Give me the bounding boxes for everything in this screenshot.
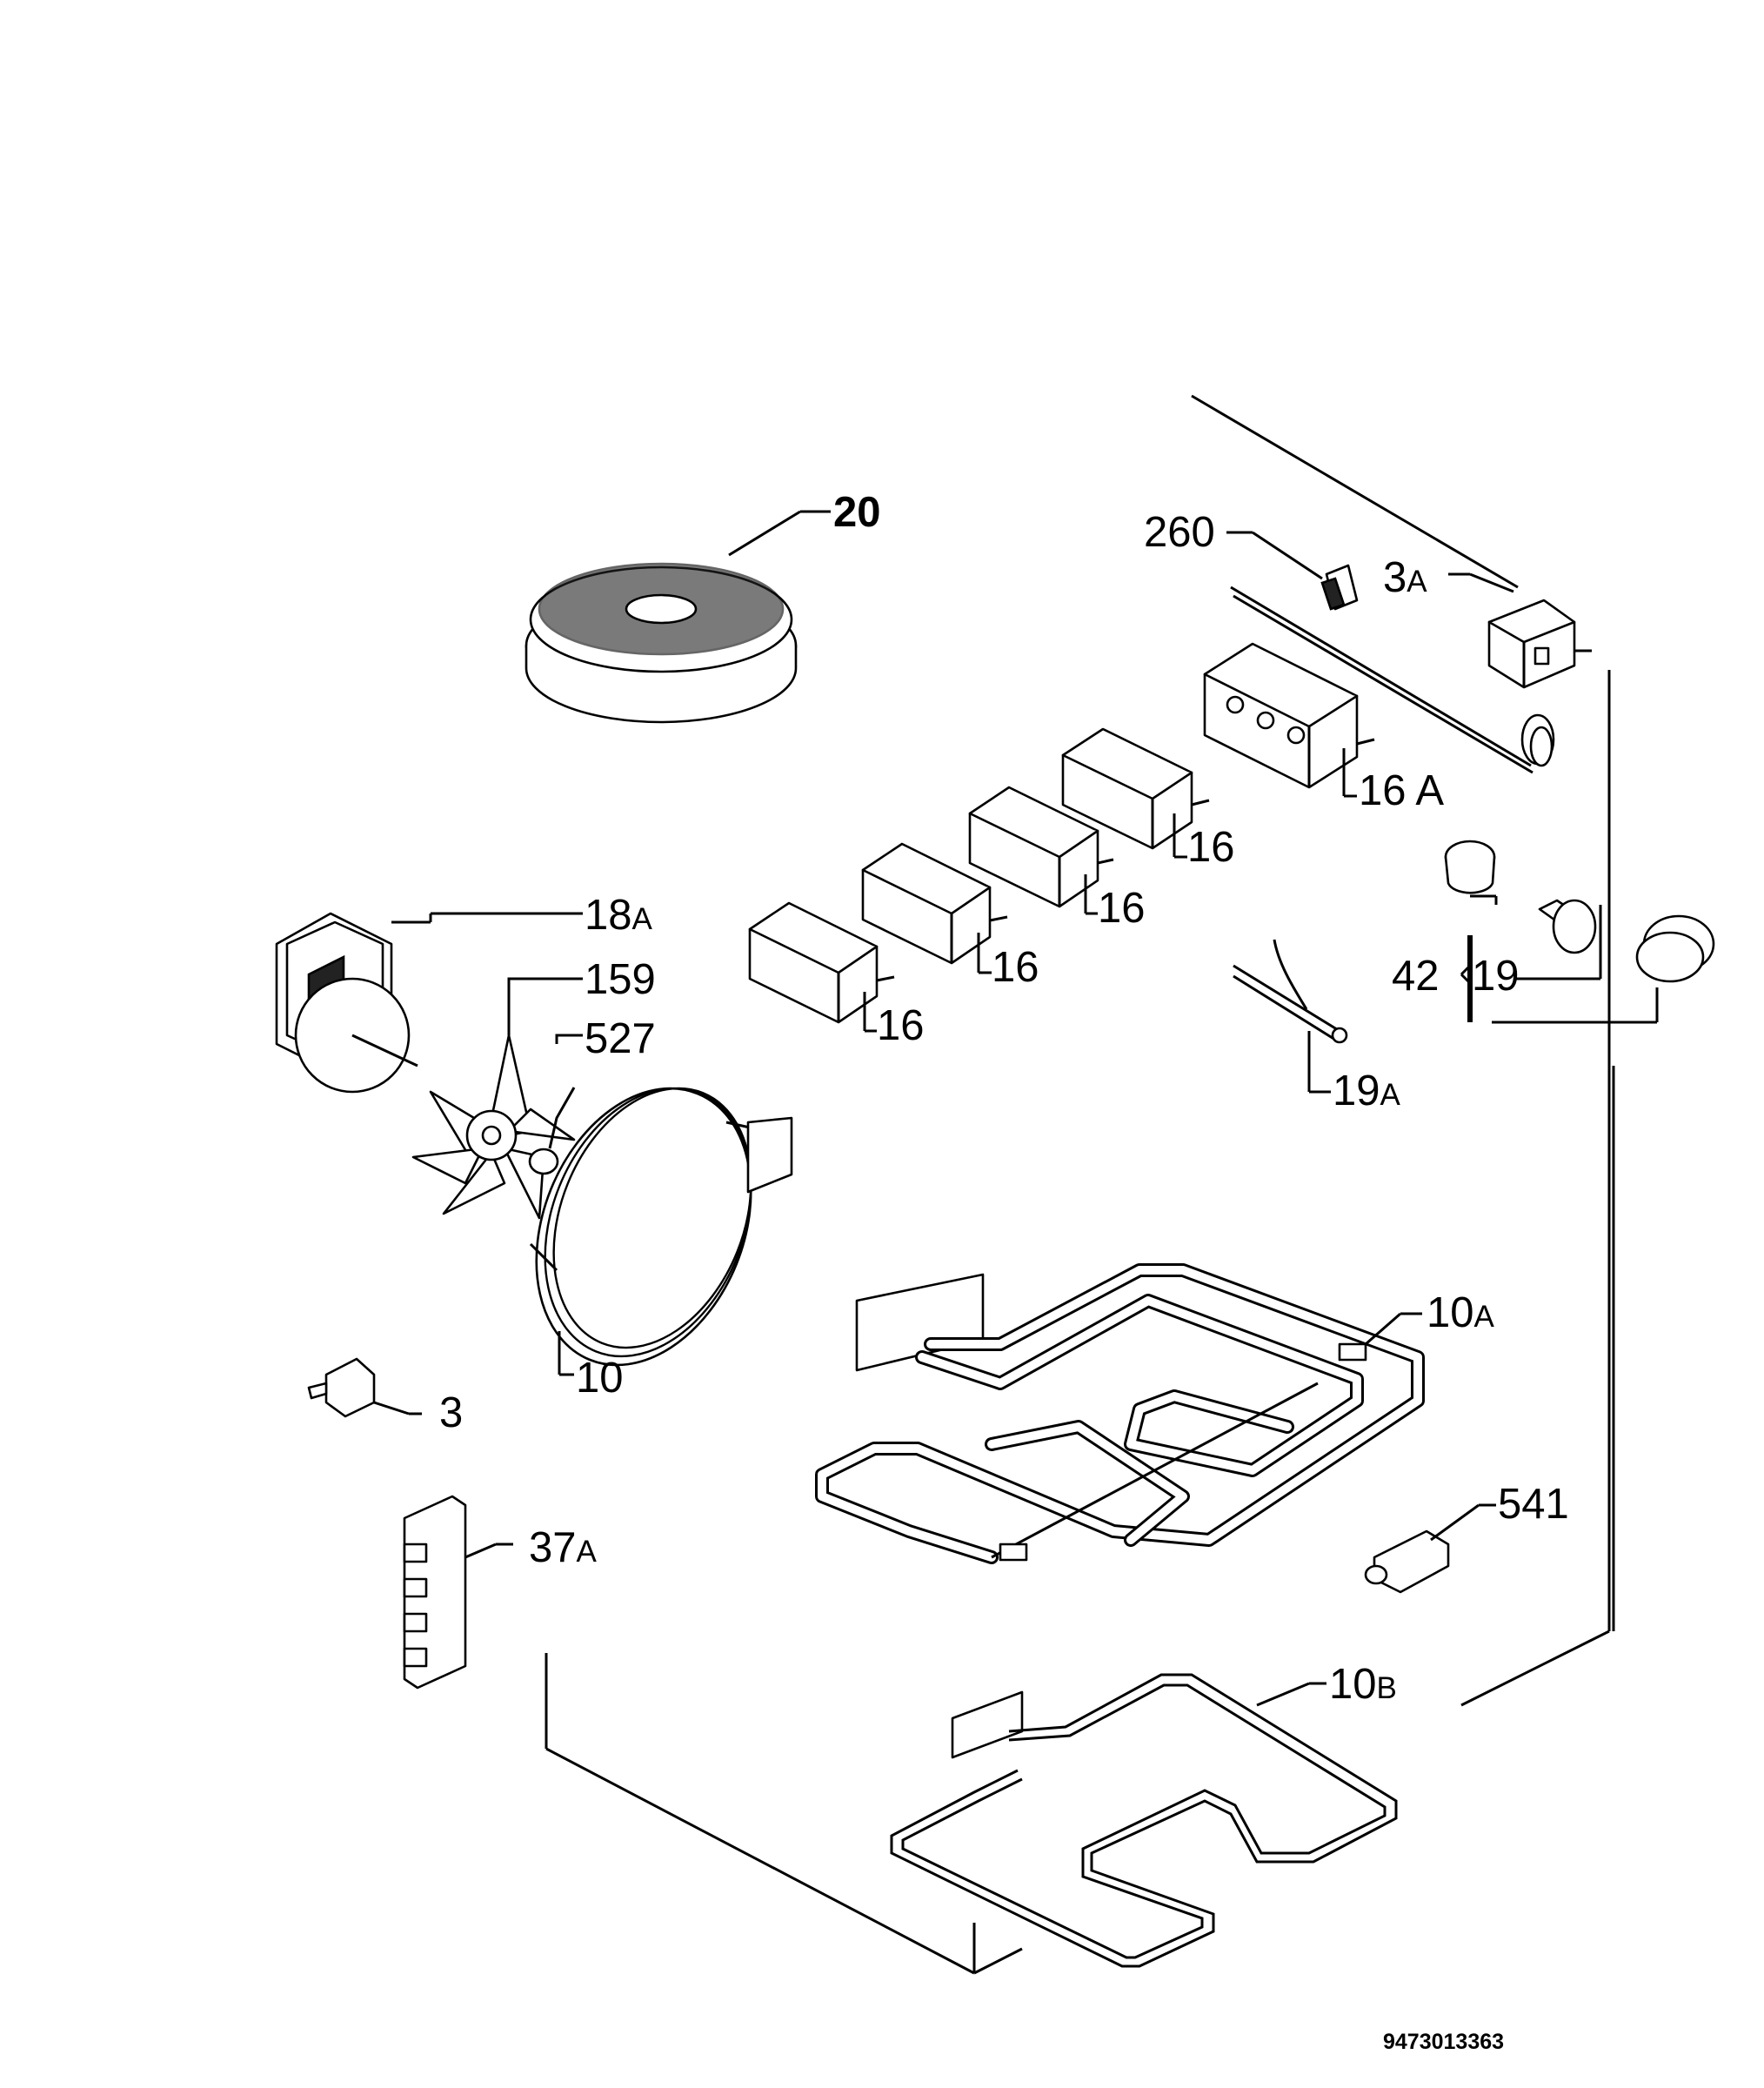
clip-part-260 (1226, 531, 1359, 611)
label-16-3: 16 (1098, 885, 1146, 932)
label-10b: 10B (1329, 1661, 1397, 1708)
fan-motor-part-18a (275, 912, 583, 1094)
switch-part-16-1 (748, 901, 895, 1033)
switch-part-16-4 (1061, 727, 1210, 859)
nut-part-527 (528, 1034, 583, 1175)
thermostat-part-3a (1230, 572, 1592, 774)
label-16-4: 16 (1187, 824, 1235, 871)
switch-part-16-2 (861, 842, 1008, 974)
label-3a: 3A (1383, 554, 1427, 601)
label-3: 3 (439, 1389, 463, 1436)
hotplate-part-20 (525, 510, 831, 724)
label-260: 260 (1144, 509, 1215, 556)
label-19: 19 (1472, 953, 1520, 1000)
label-19a: 19A (1333, 1067, 1401, 1114)
sensor-part-19a (1233, 939, 1348, 1094)
label-16-1: 16 (877, 1002, 925, 1049)
label-20: 20 (833, 489, 881, 536)
bracket-part-541 (1364, 1503, 1496, 1594)
label-10a: 10A (1427, 1289, 1495, 1336)
drawing-code: 9473013363 (1383, 2030, 1504, 2054)
frame-lines (545, 394, 1615, 1975)
circular-element-part-10 (529, 1087, 793, 1376)
label-541: 541 (1498, 1481, 1569, 1528)
label-16-2: 16 (992, 944, 1039, 991)
label-16a: 16 A (1359, 767, 1444, 814)
label-18a: 18A (585, 892, 653, 939)
label-37a: 37A (529, 1524, 598, 1571)
switch-part-16a (1203, 642, 1375, 798)
grill-element-part-10a (815, 1263, 1425, 1564)
label-10: 10 (576, 1355, 624, 1402)
bottom-element-part-10b (890, 1673, 1398, 1968)
label-527: 527 (585, 1015, 656, 1062)
switch-part-16-3 (968, 786, 1114, 915)
lamp-assembly-parts-42-19 (1444, 840, 1715, 1024)
label-42: 42 (1392, 953, 1440, 1000)
limiter-part-3 (307, 1357, 422, 1418)
terminal-block-part-37a (403, 1495, 513, 1690)
label-159: 159 (585, 956, 656, 1003)
